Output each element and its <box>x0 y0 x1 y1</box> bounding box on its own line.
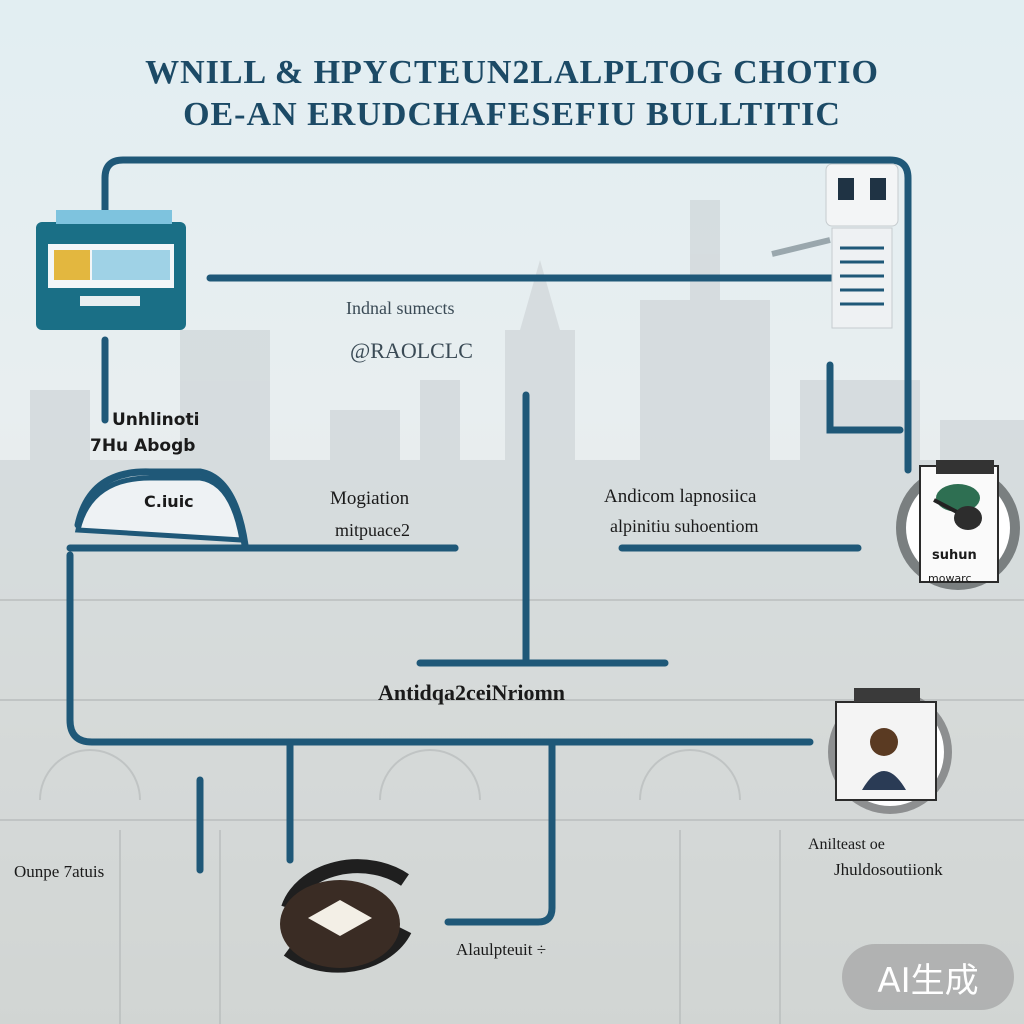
diagram-title-line-1: WNILL & HPYCTEUN2LALPLTOG CHOTIO <box>145 54 879 91</box>
label-right-card-1: suhun <box>932 548 977 563</box>
building-facade <box>0 599 1024 1024</box>
robot-icon <box>771 163 899 329</box>
diagram-title-line-2: OE-AN ERUDCHAFESEFIU BULLTITIC <box>183 96 841 133</box>
label-bottom-left: Ounpe 7atuis <box>14 862 105 881</box>
label-left-mid-1: Unhlinoti <box>112 410 200 430</box>
process-box-left <box>74 475 246 543</box>
label-center-top-2: @RAOLCLC <box>350 338 473 363</box>
label-right-low-2: Jhuldosoutiionk <box>834 860 943 879</box>
label-right-mid-1: Andicom lapnosiica <box>604 486 757 507</box>
label-box-left: C.iuic <box>144 492 194 511</box>
label-right-card-2: mowarc <box>928 572 972 585</box>
label-left-mid-2: 7Hu Abogb <box>90 436 196 456</box>
label-center-mid-1: Mogiation <box>330 488 410 509</box>
label-center-mid-2: mitpuace2 <box>335 520 410 540</box>
person-icon <box>828 688 952 814</box>
monitor-icon <box>36 210 186 330</box>
label-right-mid-2: alpinitiu suhoentiom <box>610 516 759 536</box>
label-center-top-1: Indnal sumects <box>346 298 455 318</box>
label-right-low-1: Anilteast oe <box>808 836 885 853</box>
label-bottom-mid: Alaulpteuit ÷ <box>456 940 547 959</box>
diamond-icon <box>280 859 412 973</box>
label-center-low: Antidqa2ceiNriomn <box>378 680 565 705</box>
gear-icon <box>896 460 1020 590</box>
ai-generated-badge: AI生成 <box>842 944 1014 1010</box>
